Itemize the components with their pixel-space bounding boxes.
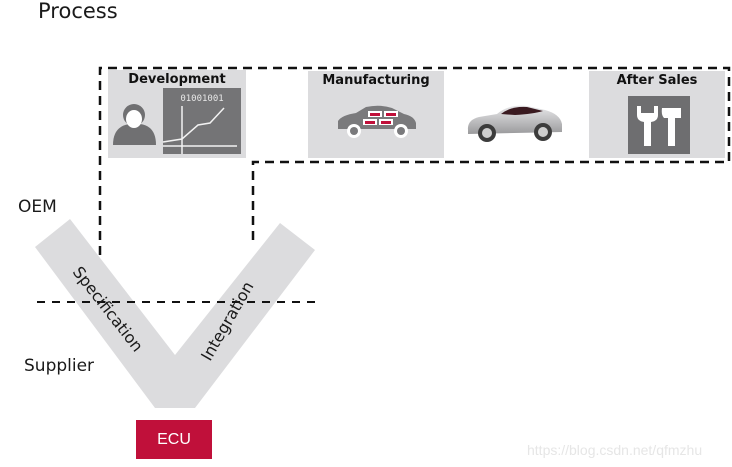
stage-manufacturing-title: Manufacturing	[322, 73, 430, 88]
binary-text: 01001001	[180, 94, 223, 104]
supplier-label: Supplier	[24, 356, 95, 376]
hammer-icon	[661, 108, 681, 146]
tools-icon	[628, 96, 690, 154]
car-icon	[467, 105, 562, 142]
watermark: https://blog.csdn.net/qfmzhu	[527, 442, 703, 458]
stage-manufacturing: Manufacturing	[308, 71, 444, 158]
v-shape	[35, 219, 315, 408]
wrench-icon	[637, 106, 658, 146]
chart-panel	[163, 88, 241, 154]
person-icon	[113, 104, 156, 145]
stage-development: Development 01001001	[108, 70, 246, 158]
stage-after-sales-title: After Sales	[616, 73, 698, 88]
developer-chart-icon: 01001001	[113, 88, 241, 154]
ecu-box: ECU	[136, 420, 212, 459]
oem-label: OEM	[18, 197, 57, 217]
stage-development-title: Development	[128, 72, 226, 87]
diagram-title: Process	[38, 0, 118, 23]
stage-after-sales: After Sales	[589, 71, 725, 158]
car-assembly-icon	[338, 105, 416, 138]
oem-process-boundary	[98, 66, 731, 255]
